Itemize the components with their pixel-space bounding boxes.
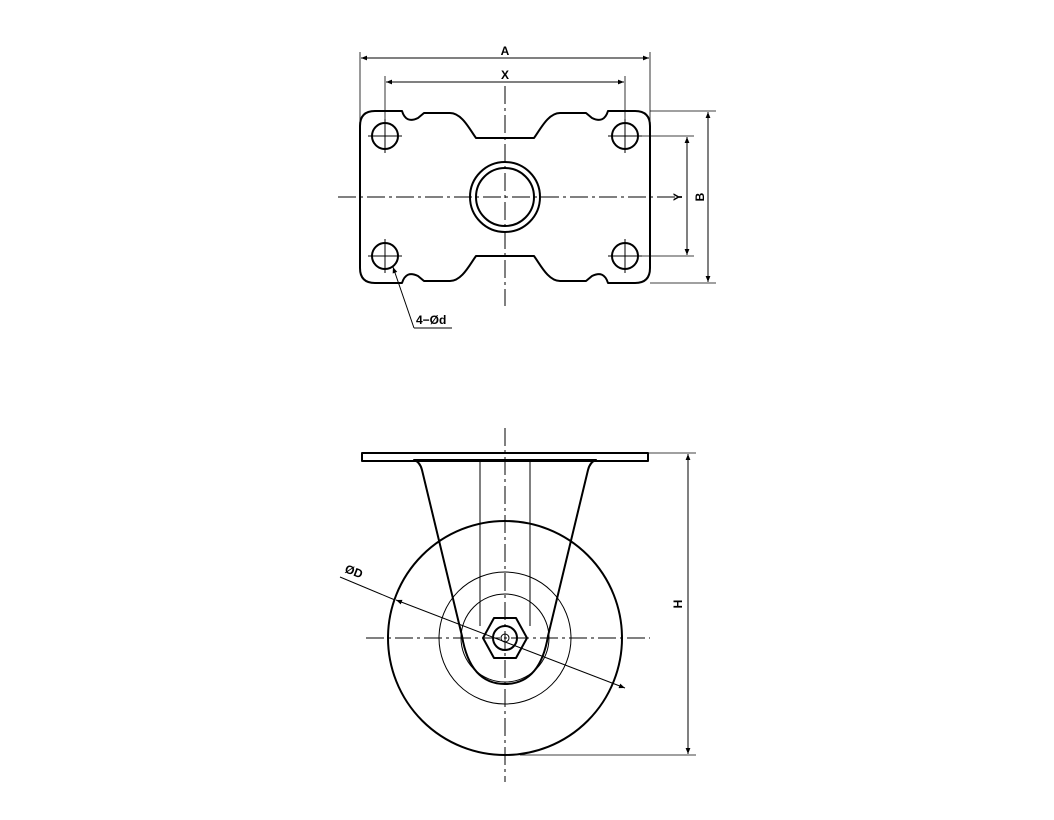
- dimension-x: X: [384, 68, 626, 121]
- side-view: ØD H: [339, 428, 696, 782]
- dim-a-label: A: [501, 44, 510, 58]
- dim-h-label: H: [671, 600, 685, 609]
- top-plate-outline: [359, 110, 651, 284]
- dim-b-label: B: [693, 192, 707, 201]
- hole-callout-label: 4−Ød: [416, 313, 446, 327]
- top-view: A X Y B 4−Ød: [338, 44, 716, 329]
- wheel-diameter-label: ØD: [343, 562, 365, 582]
- dim-x-label: X: [501, 68, 509, 82]
- hole-callout: 4−Ød: [392, 266, 452, 329]
- hole-crosshairs: [368, 119, 642, 273]
- dimension-y: Y: [640, 135, 694, 257]
- dimension-a: A: [359, 44, 651, 124]
- dimension-h: H: [520, 452, 696, 756]
- dimension-wheel-diameter: ØD: [339, 562, 626, 689]
- dimension-b: B: [650, 110, 716, 284]
- dim-y-label: Y: [671, 193, 685, 201]
